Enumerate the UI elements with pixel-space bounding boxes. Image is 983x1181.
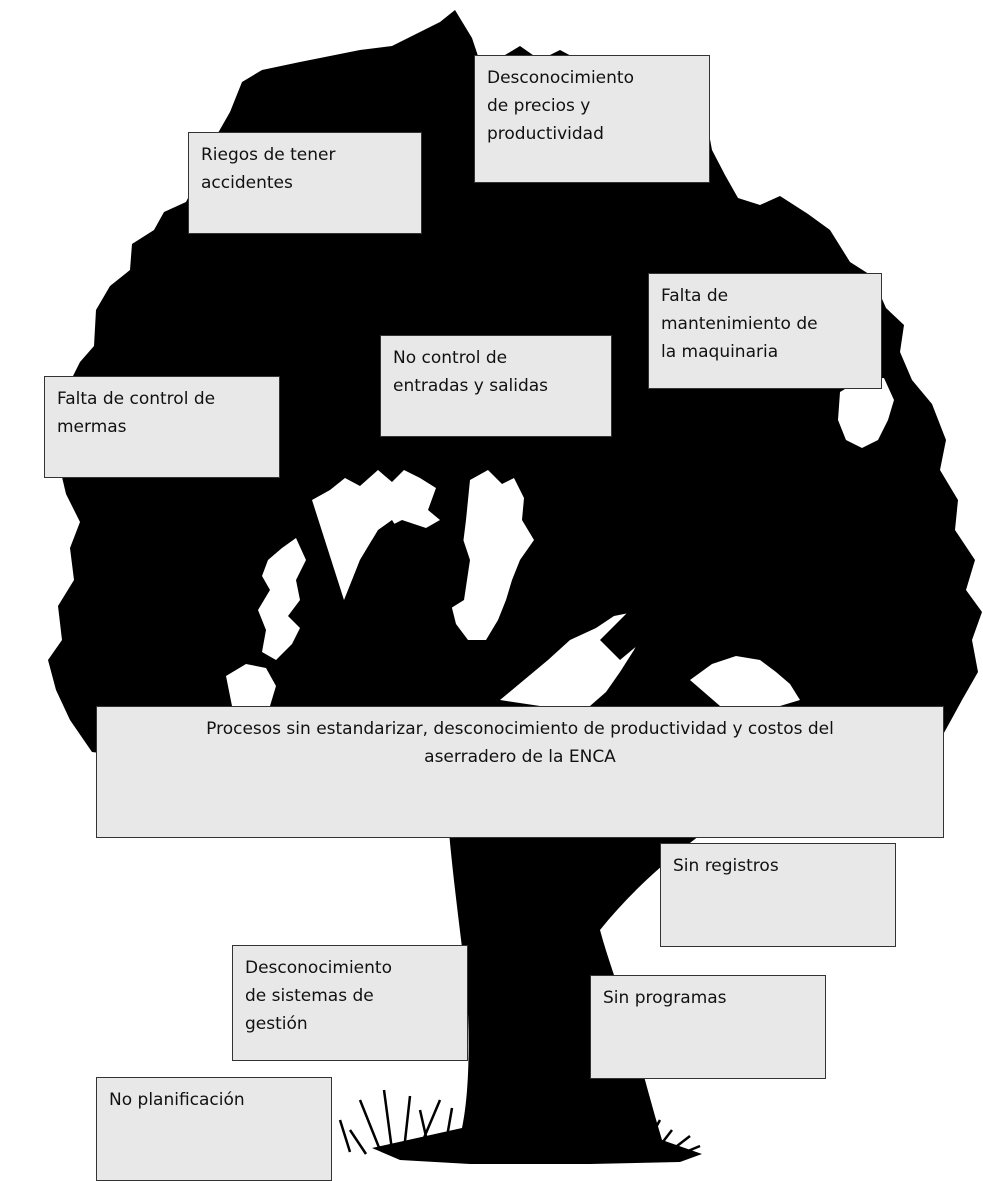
box-no-planificacion: No planificación (96, 1077, 332, 1181)
canopy-gap-lower-left (226, 664, 276, 706)
box-desconocimiento-precios: Desconocimiento de precios y productivid… (474, 55, 710, 183)
canopy-gap-low-left (258, 538, 306, 660)
box-sin-programas: Sin programas (590, 975, 826, 1079)
box-riesgos-accidentes: Riegos de tener accidentes (188, 132, 422, 234)
box-desconocimiento-sistemas: Desconocimiento de sistemas de gestión (232, 945, 468, 1061)
box-falta-control-mermas: Falta de control de mermas (44, 376, 280, 478)
box-problema-central: Procesos sin estandarizar, desconocimien… (96, 706, 944, 838)
tree-trunk (372, 800, 750, 1164)
canopy-gap-mid (450, 470, 534, 640)
tree-branches (346, 520, 680, 660)
grass-tufts (338, 1089, 701, 1158)
canopy-gap-low-right (690, 656, 800, 706)
box-sin-registros: Sin registros (660, 843, 896, 947)
canopy-gap-right (838, 378, 894, 448)
box-no-control-entradas: No control de entradas y salidas (380, 335, 612, 437)
box-falta-mantenimiento: Falta de mantenimiento de la maquinaria (648, 273, 882, 389)
